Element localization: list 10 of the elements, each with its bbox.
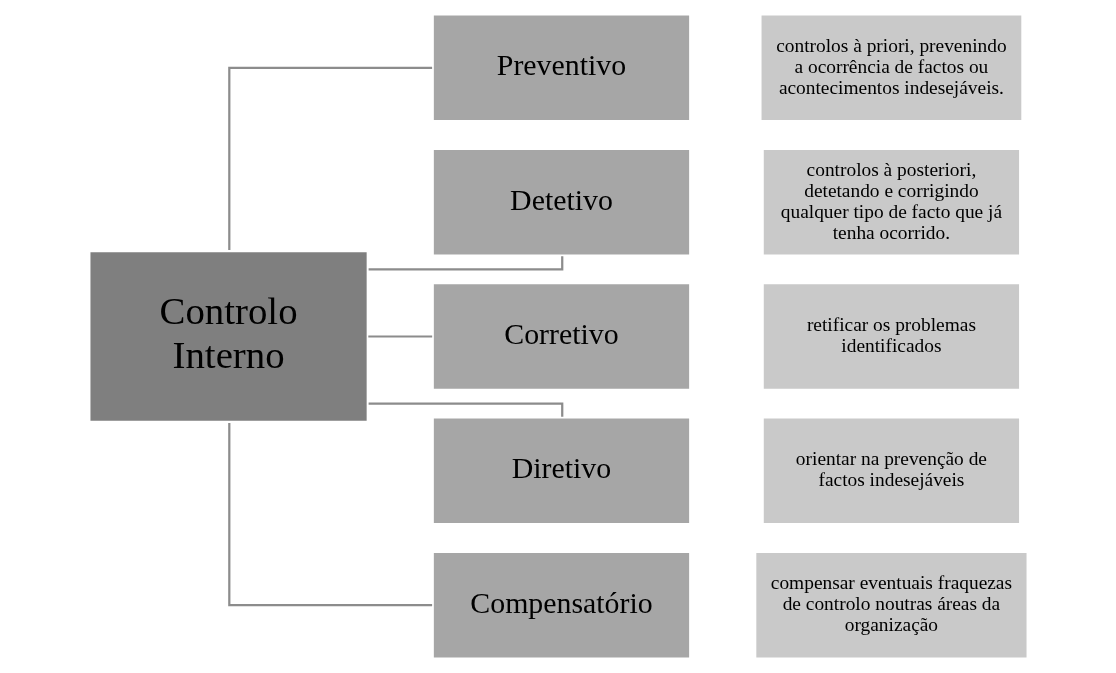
node-box: controlos à priori, prevenindo a ocorrência de factos ou acontecimentos indesejáveis. <box>758 12 1024 123</box>
connector <box>367 335 432 338</box>
connector <box>227 66 432 250</box>
node-box: Corretivo <box>430 281 692 392</box>
node-box: retificar os problemas identificados <box>760 281 1022 392</box>
connector <box>368 256 563 271</box>
connector <box>368 402 563 417</box>
connector <box>227 423 432 607</box>
node-box: Compensatório <box>430 550 692 661</box>
node-box: Preventivo <box>430 12 692 123</box>
